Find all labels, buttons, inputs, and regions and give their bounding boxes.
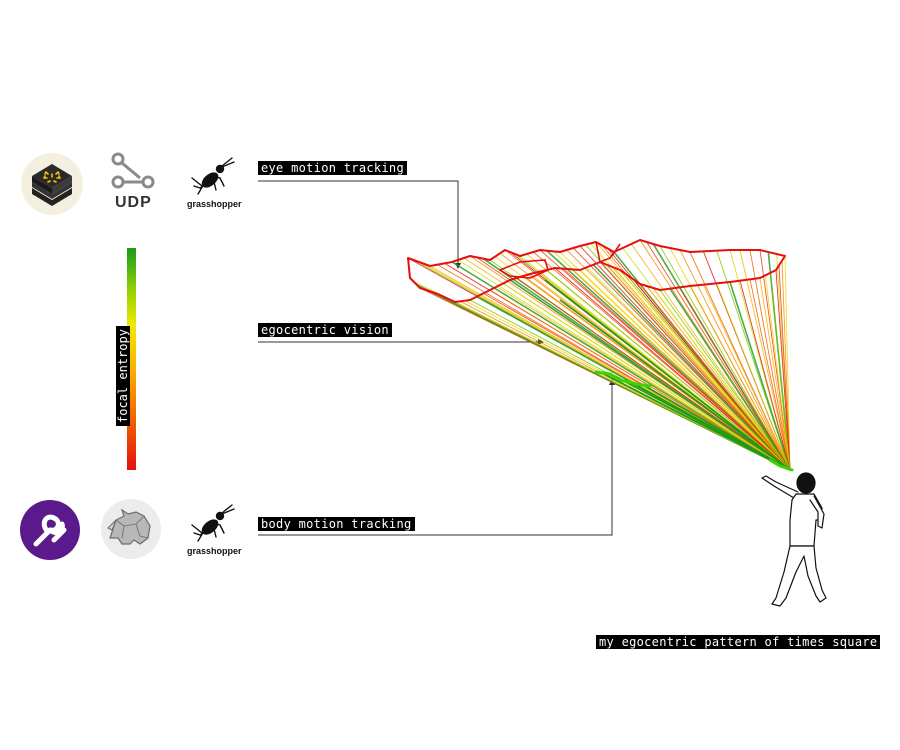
body-motion-tracking-label: body motion tracking <box>258 517 415 531</box>
grasshopper-cricket-icon <box>190 156 236 196</box>
gaze-ray <box>646 285 791 471</box>
gaze-ray <box>770 272 791 471</box>
gaze-ray <box>775 269 791 471</box>
gaze-ray <box>716 283 791 471</box>
gaze-ray <box>689 285 791 471</box>
grasshopper-label-bottom: grasshopper <box>187 546 242 556</box>
gaze-ray-focal <box>544 279 791 471</box>
gaze-ray-focal <box>559 299 791 471</box>
gaze-ray <box>563 268 791 471</box>
gaze-ray <box>546 269 791 471</box>
grasshopper-label-top: grasshopper <box>187 199 242 209</box>
pattern-caption-label: my egocentric pattern of times square <box>596 635 881 649</box>
focal-entropy-gradient-bar <box>127 248 136 470</box>
udp-label: UDP <box>115 194 152 211</box>
focal-origin-mark <box>768 458 794 472</box>
motion-capture-app-icon <box>20 500 80 560</box>
pointing-person-figure <box>761 472 827 607</box>
gaze-ray <box>503 282 791 471</box>
gaze-ray <box>509 279 791 471</box>
egocentric-vision-label: egocentric vision <box>258 323 392 337</box>
rhino-icon <box>100 498 162 560</box>
gaze-ray <box>496 286 791 471</box>
gaze-ray <box>630 243 791 471</box>
gaze-ray <box>781 260 791 471</box>
gaze-ray <box>571 269 791 471</box>
gaze-ray <box>679 287 791 471</box>
gaze-ray <box>554 267 791 471</box>
gaze-ray <box>652 287 791 471</box>
focal-hit-marks <box>594 370 652 388</box>
gaze-ray <box>702 284 791 471</box>
gaze-ray <box>599 261 791 471</box>
gaze-ray <box>659 245 791 471</box>
eye-tracker-app-icon <box>20 152 84 216</box>
gaze-ray <box>679 249 791 471</box>
gaze-ray <box>489 289 791 471</box>
gaze-ray <box>586 267 791 471</box>
gaze-ray <box>739 280 791 471</box>
gaze-ray <box>579 269 791 471</box>
connector-lines <box>258 180 615 536</box>
gaze-ray-focal <box>644 385 791 471</box>
gaze-ray <box>764 275 791 471</box>
gaze-ray <box>451 261 791 471</box>
grasshopper-cricket-icon <box>190 503 236 543</box>
eye-motion-contour-inner <box>498 241 621 279</box>
gaze-ray <box>669 288 791 471</box>
gaze-ray <box>759 277 791 471</box>
gaze-ray <box>619 269 791 471</box>
gaze-ray <box>592 264 791 471</box>
udp-node-icon <box>108 150 156 192</box>
gaze-ray <box>606 264 791 471</box>
gaze-rays <box>407 239 791 471</box>
gaze-ray <box>749 279 791 471</box>
eye-motion-tracking-label: eye motion tracking <box>258 161 407 175</box>
gaze-ray <box>612 267 791 471</box>
gaze-ray <box>659 289 791 471</box>
gaze-ray <box>784 255 791 471</box>
gaze-ray <box>739 249 791 471</box>
gaze-ray <box>516 277 791 471</box>
gaze-ray <box>778 265 791 471</box>
gaze-ray <box>749 249 791 471</box>
eye-motion-contour <box>407 239 786 303</box>
gaze-ray <box>729 281 791 471</box>
gaze-ray <box>413 280 791 471</box>
